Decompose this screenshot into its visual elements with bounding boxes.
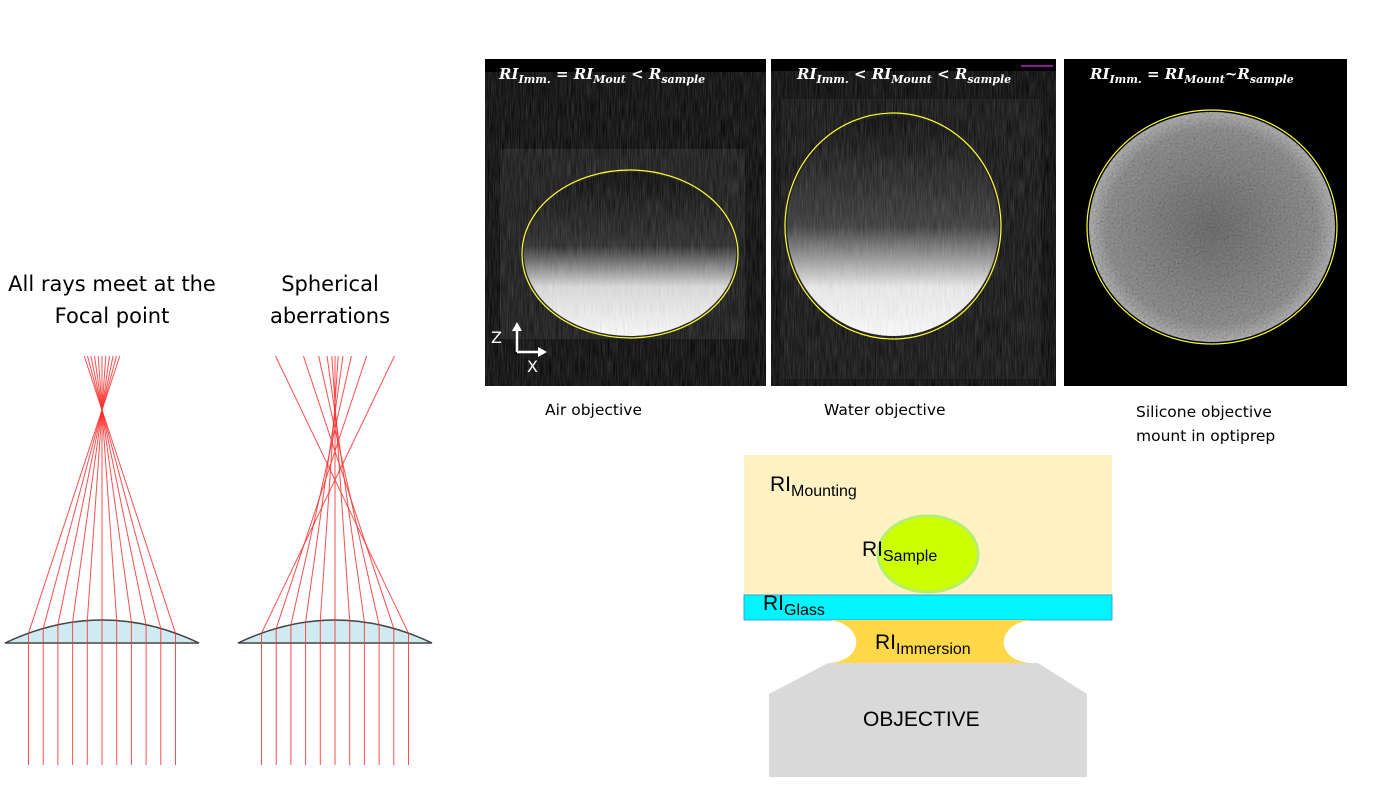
immersion-medium xyxy=(830,620,1030,663)
z-x-axes-icon xyxy=(512,322,547,357)
ray xyxy=(290,355,352,625)
objective-label: OBJECTIVE xyxy=(863,708,980,731)
ray xyxy=(28,355,121,634)
water-objective-caption: Water objective xyxy=(824,401,946,419)
ray xyxy=(90,355,147,625)
air-formula: RIImm. = RIMout < Rsample xyxy=(499,65,706,86)
ri-glass-label: RIGlass xyxy=(763,592,825,620)
ideal-lens-rays xyxy=(4,355,200,765)
ray xyxy=(302,355,395,629)
ray xyxy=(326,355,365,623)
ray xyxy=(57,355,114,625)
silicone-formula: RIImm. = RIMount~Rsample xyxy=(1090,65,1294,86)
mounting-setup-diagram xyxy=(743,455,1113,777)
ray xyxy=(275,355,409,634)
air-objective-image: RIImm. = RIMout < Rsample Z X xyxy=(485,59,766,386)
sample-outline-ellipse xyxy=(784,112,1002,340)
ray xyxy=(318,355,380,625)
sample-outline-ellipse xyxy=(1086,109,1338,345)
x-axis-label: X xyxy=(527,357,538,376)
ray xyxy=(42,355,118,629)
silicone-objective-image: RIImm. = RIMount~Rsample xyxy=(1064,59,1347,386)
ri-immersion-label: RIImmersion xyxy=(875,631,971,659)
z-axis-label: Z xyxy=(491,328,502,347)
ray xyxy=(275,355,368,629)
water-formula: RIImm. < RIMount < Rsample xyxy=(797,65,1012,86)
focal-point-title: All rays meet at the Focal point xyxy=(8,272,216,328)
ray-diagrams xyxy=(4,355,433,765)
ray xyxy=(305,355,344,623)
ray xyxy=(86,355,162,629)
objective-body xyxy=(769,663,1087,777)
spherical-aberration-title: Spherical aberrations xyxy=(269,272,391,328)
ray xyxy=(331,355,351,621)
ray xyxy=(83,355,176,634)
air-objective-caption: Air objective xyxy=(545,401,642,419)
silicone-objective-caption-line2: mount in optiprep xyxy=(1136,427,1276,445)
sample-blob xyxy=(876,514,980,594)
glass-coverslip xyxy=(743,594,1113,621)
aberrated-lens-rays xyxy=(237,355,433,765)
ray xyxy=(97,355,118,621)
silicone-objective-caption-line1: Silicone objective xyxy=(1136,403,1272,421)
sample-outline-ellipse xyxy=(521,169,739,339)
water-objective-image: RIImm. < RIMount < Rsample xyxy=(771,59,1056,386)
ray xyxy=(261,355,395,634)
ray xyxy=(86,355,107,621)
ri-sample-label: RISample xyxy=(862,538,938,566)
ri-mounting-label: RIMounting xyxy=(770,473,857,501)
ray xyxy=(72,355,110,623)
ray xyxy=(94,355,132,623)
